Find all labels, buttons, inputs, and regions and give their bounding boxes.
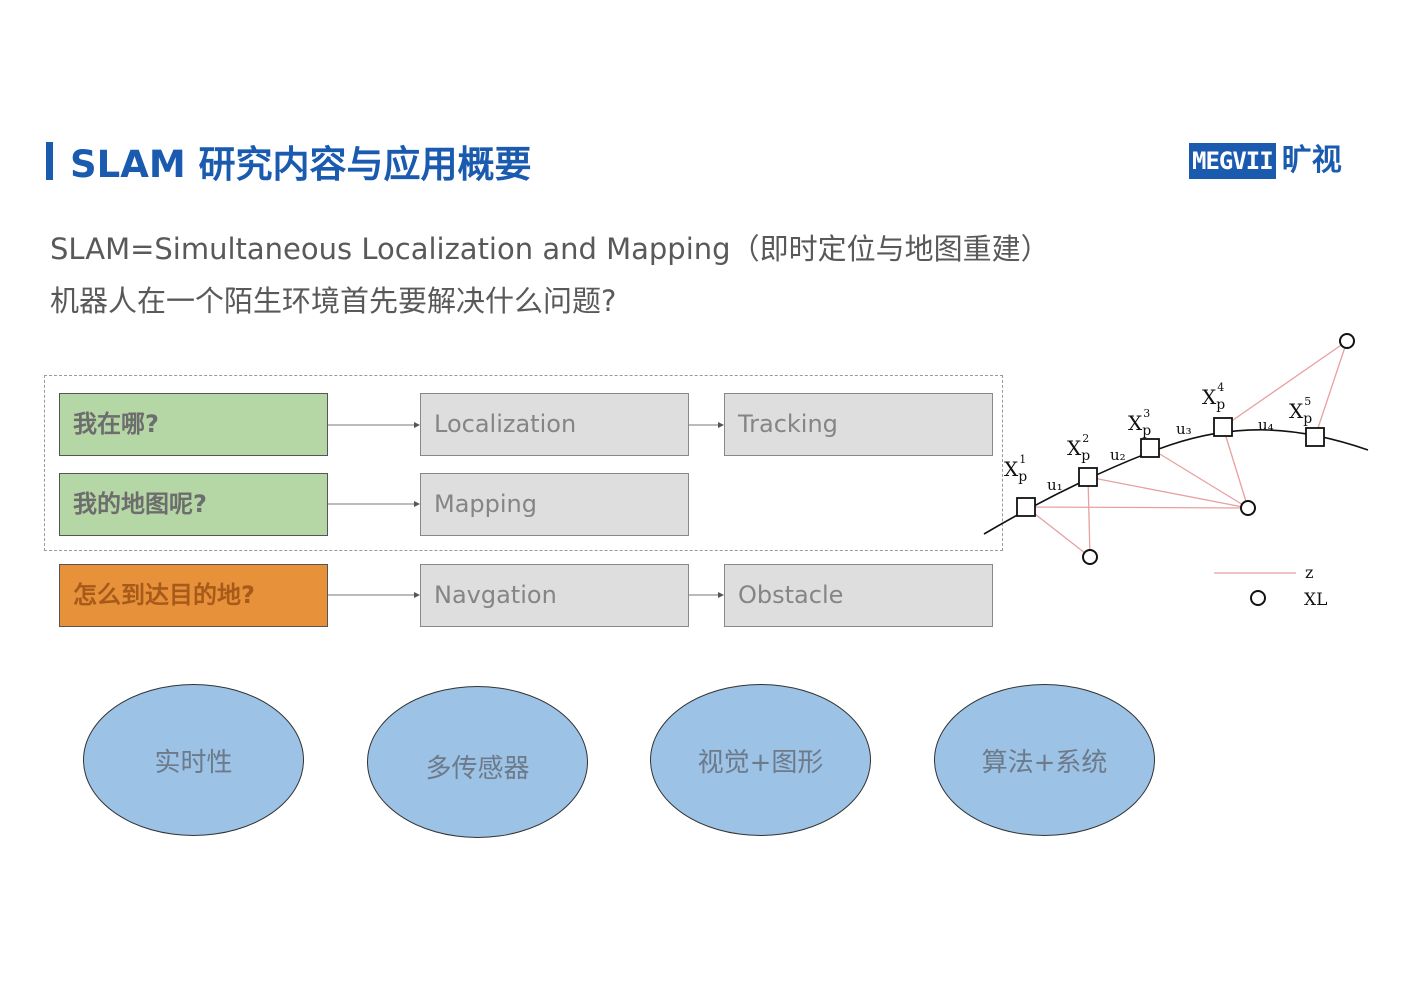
title-accent-bar xyxy=(46,142,53,180)
pose-label-1: Xp1 xyxy=(1004,453,1027,485)
topic-vision-graphics: 视觉+图形 xyxy=(650,684,871,836)
trajectory-curve xyxy=(983,429,1369,535)
page-title: SLAM 研究内容与应用概要 xyxy=(70,143,532,186)
pose-node-2 xyxy=(1078,467,1098,487)
control-label-3: u₃ xyxy=(1176,420,1192,438)
logo-cn-text: 旷视 xyxy=(1281,143,1342,178)
topic-realtime: 实时性 xyxy=(83,684,304,836)
landmark-node xyxy=(1082,549,1098,565)
pose-label-3: Xp3 xyxy=(1128,407,1151,439)
control-labels: u₁ u₂ u₃ u₄ xyxy=(1047,416,1274,494)
legend-landmark-symbol xyxy=(1250,590,1266,606)
legend-landmark-label: XL xyxy=(1304,590,1327,610)
pose-label-4: Xp4 xyxy=(1202,381,1225,413)
topic-label: 视觉+图形 xyxy=(697,747,824,778)
topic-label: 实时性 xyxy=(154,747,233,778)
question-where-is-map: 我的地图呢? xyxy=(59,473,328,536)
megvii-logo: MEGVII 旷视 xyxy=(1189,143,1342,179)
question-where-am-i: 我在哪? xyxy=(59,393,328,456)
robot-question: 机器人在一个陌生环境首先要解决什么问题? xyxy=(50,284,617,318)
landmark-nodes xyxy=(1082,333,1355,606)
pose-node-3 xyxy=(1140,438,1160,458)
pose-node-5 xyxy=(1305,427,1325,447)
question-how-reach-goal: 怎么到达目的地? xyxy=(59,564,328,627)
pose-label-5: Xp5 xyxy=(1289,395,1312,427)
topic-label: 多传感器 xyxy=(425,753,530,784)
control-label-1: u₁ xyxy=(1047,476,1063,494)
pose-labels: Xp1 Xp2 Xp3 Xp4 Xp5 xyxy=(1004,381,1312,485)
task-obstacle: Obstacle xyxy=(724,564,993,627)
task-tracking: Tracking xyxy=(724,393,993,456)
topic-multisensor: 多传感器 xyxy=(367,686,588,838)
pose-node-1 xyxy=(1016,497,1036,517)
slam-graph: Xp1 Xp2 Xp3 Xp4 Xp5 u₁ u₂ u₃ u₄ z XL xyxy=(983,333,1369,610)
pose-nodes xyxy=(1016,417,1325,517)
logo-text: MEGVII xyxy=(1189,143,1276,179)
slam-definition: SLAM=Simultaneous Localization and Mappi… xyxy=(50,232,1050,266)
task-navigation: Navgation xyxy=(420,564,689,627)
pose-label-2: Xp2 xyxy=(1067,432,1090,464)
task-mapping: Mapping xyxy=(420,473,689,536)
observation-edges xyxy=(1025,340,1348,574)
topic-label: 算法+系统 xyxy=(981,747,1108,778)
landmark-node xyxy=(1339,333,1355,349)
task-localization: Localization xyxy=(420,393,689,456)
control-label-4: u₄ xyxy=(1258,416,1274,434)
pose-node-4 xyxy=(1213,417,1233,437)
control-label-2: u₂ xyxy=(1110,446,1126,464)
dashed-group-frame xyxy=(44,375,1003,551)
legend-z-label: z xyxy=(1305,563,1313,582)
landmark-node xyxy=(1240,500,1256,516)
topic-algorithm-system: 算法+系统 xyxy=(934,684,1155,836)
